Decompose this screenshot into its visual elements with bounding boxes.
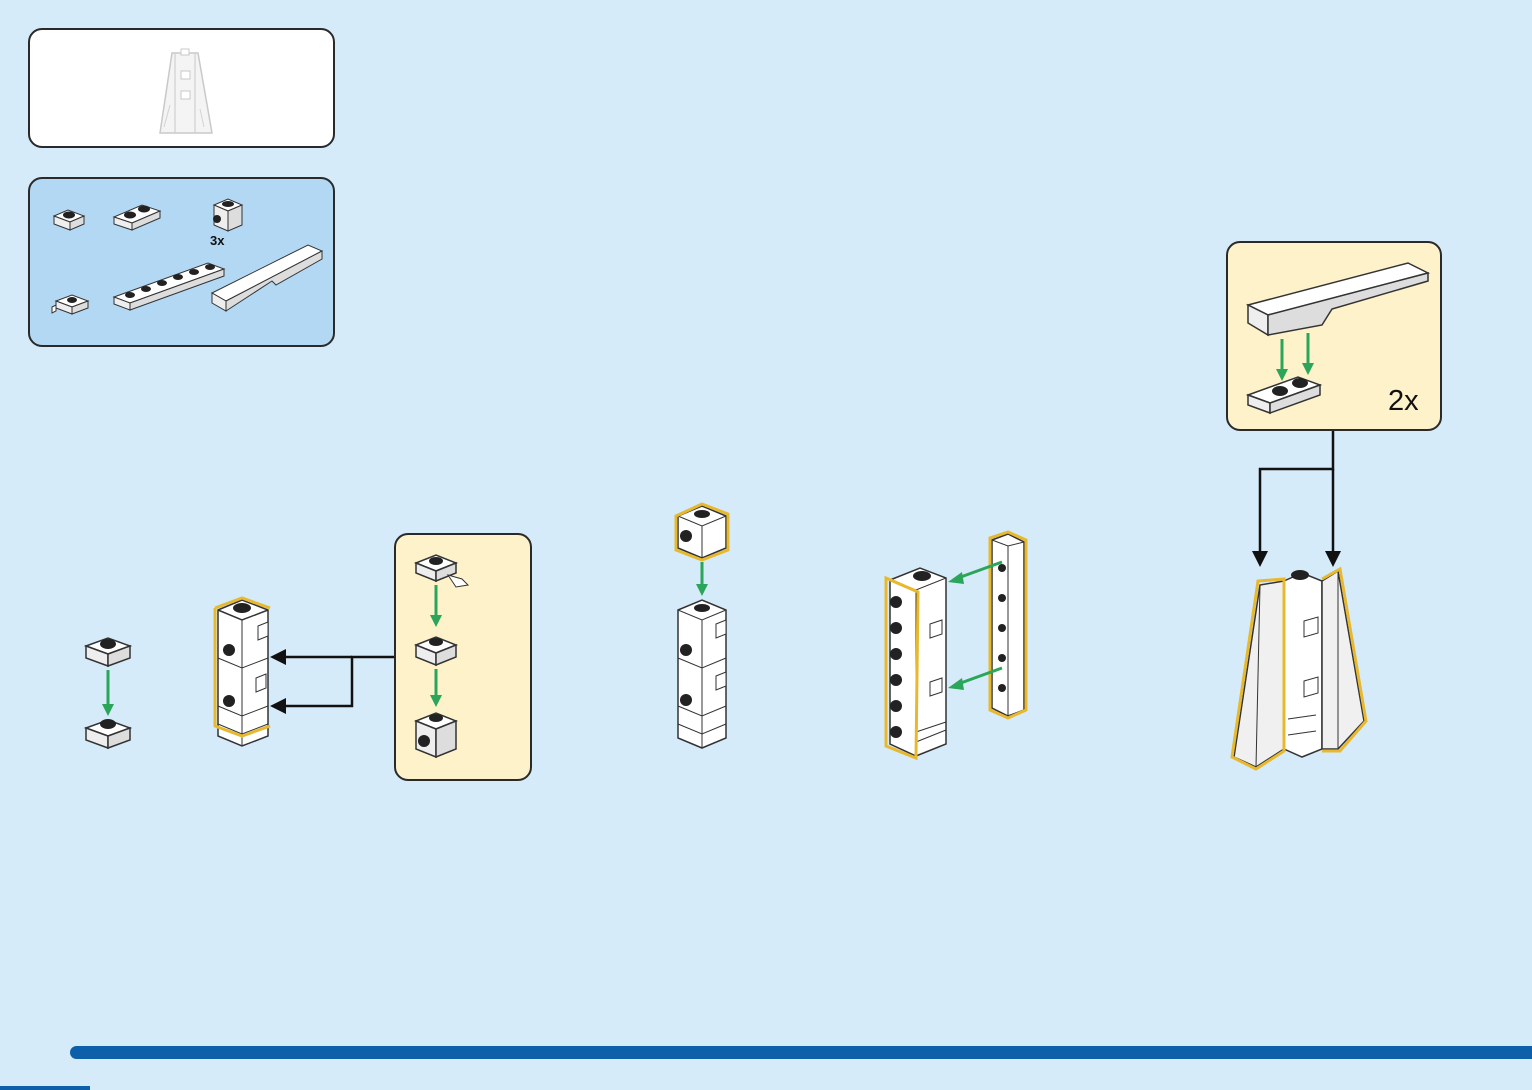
page-tab-marker (0, 1086, 90, 1090)
clip-callout-box (394, 533, 532, 781)
step-column-assembly-diagram (212, 596, 402, 752)
wedge-model-preview-icon (150, 45, 230, 135)
parts-list-box (28, 177, 335, 347)
parts-quantity-label: 3x (210, 233, 224, 248)
subassembly-quantity-label: 2x (1388, 385, 1419, 418)
plate-1x2-icon (110, 199, 165, 234)
brick-side-stud-icon (208, 195, 248, 235)
step-wedge-assembly-diagram (1226, 431, 1376, 773)
plate-1x1-icon (50, 204, 90, 234)
clip-stack-diagram (412, 549, 472, 769)
step-side-plate-diagram (876, 532, 1036, 760)
model-preview-box (28, 28, 335, 148)
clip-plate-icon (48, 287, 98, 319)
step-brick-on-column-diagram (670, 498, 740, 754)
wedge-slope-icon (208, 241, 326, 317)
step-plate-stack-diagram (80, 632, 136, 754)
page-progress-bar (70, 1046, 1532, 1059)
